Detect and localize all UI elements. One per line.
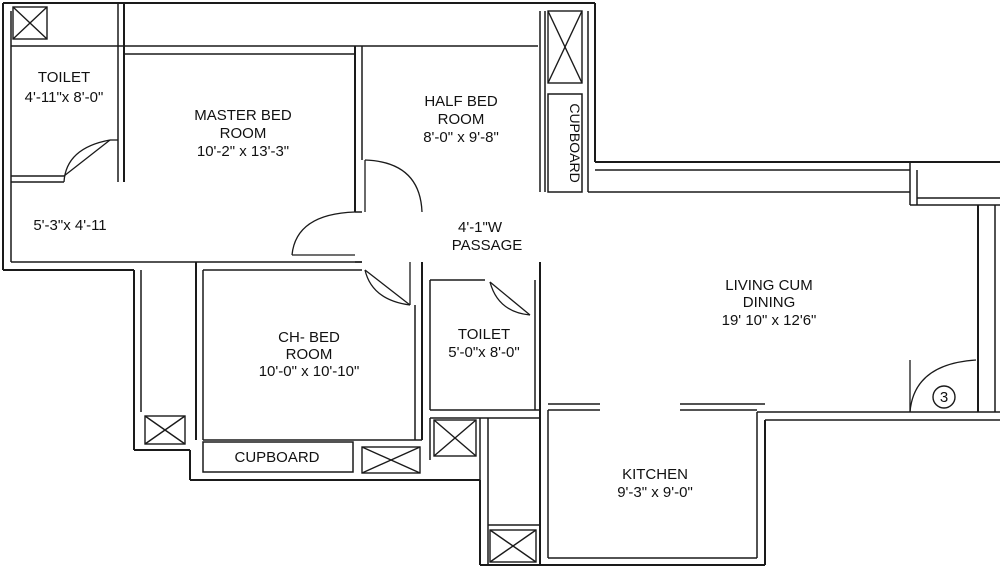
passage-name: PASSAGE bbox=[452, 237, 523, 254]
half-bed-name-2: ROOM bbox=[438, 111, 485, 128]
ch-bed-name-2: ROOM bbox=[286, 346, 333, 363]
living-name-2: DINING bbox=[743, 294, 796, 311]
door-master-bed bbox=[291, 211, 356, 256]
duct-top-left bbox=[12, 6, 48, 40]
living-size: 19' 10" x 12'6" bbox=[722, 312, 817, 329]
door-entrance bbox=[909, 359, 977, 413]
duct-chbed-left bbox=[144, 415, 186, 445]
cupboard-horizontal-box bbox=[202, 441, 354, 473]
ch-bed-size: 10'-0" x 10'-10" bbox=[259, 363, 360, 380]
duct-toilet2 bbox=[433, 419, 477, 457]
toilet-main-size: 4'-11"x 8'-0" bbox=[25, 89, 104, 106]
living-name-1: LIVING CUM bbox=[725, 277, 813, 294]
door-toilet-second bbox=[489, 281, 531, 316]
master-bed-size: 10'-2" x 13'-3" bbox=[197, 143, 289, 160]
dress-area-size: 5'-3"x 4'-11 bbox=[33, 217, 106, 234]
ducts bbox=[12, 6, 583, 563]
toilet-second-size: 5'-0"x 8'-0" bbox=[448, 344, 519, 361]
duct-cupboard-top bbox=[547, 10, 583, 84]
ch-bed-name-1: CH- BED bbox=[278, 329, 340, 346]
half-bed-size: 8'-0" x 9'-8" bbox=[423, 129, 499, 146]
master-bed-name-1: MASTER BED bbox=[194, 107, 292, 124]
duct-cupboard-bottom bbox=[361, 446, 421, 474]
door-toilet-main bbox=[63, 139, 118, 183]
room-labels: TOILET 4'-11"x 8'-0" MASTER BED ROOM 10'… bbox=[25, 69, 817, 501]
cupboards bbox=[202, 93, 583, 473]
passage-size: 4'-1"W bbox=[458, 219, 503, 236]
internal-walls bbox=[11, 3, 765, 565]
marker-circle bbox=[932, 385, 956, 409]
cupboard-horizontal-label: CUPBOARD bbox=[234, 449, 319, 466]
toilet-main-name: TOILET bbox=[38, 69, 90, 86]
cupboard-vertical-box bbox=[547, 93, 583, 193]
doors bbox=[63, 139, 977, 413]
unit-marker: 3 bbox=[932, 385, 956, 409]
door-half-bed bbox=[364, 159, 423, 213]
kitchen-size: 9'-3" x 9'-0" bbox=[617, 484, 693, 501]
marker-number: 3 bbox=[940, 389, 948, 406]
duct-kitchen bbox=[489, 529, 537, 563]
half-bed-name-1: HALF BED bbox=[424, 93, 498, 110]
toilet-second-name: TOILET bbox=[458, 326, 510, 343]
door-ch-bed bbox=[364, 262, 411, 306]
cupboard-vertical-label: CUPBOARD bbox=[567, 103, 583, 182]
master-bed-name-2: ROOM bbox=[220, 125, 267, 142]
kitchen-name: KITCHEN bbox=[622, 466, 688, 483]
